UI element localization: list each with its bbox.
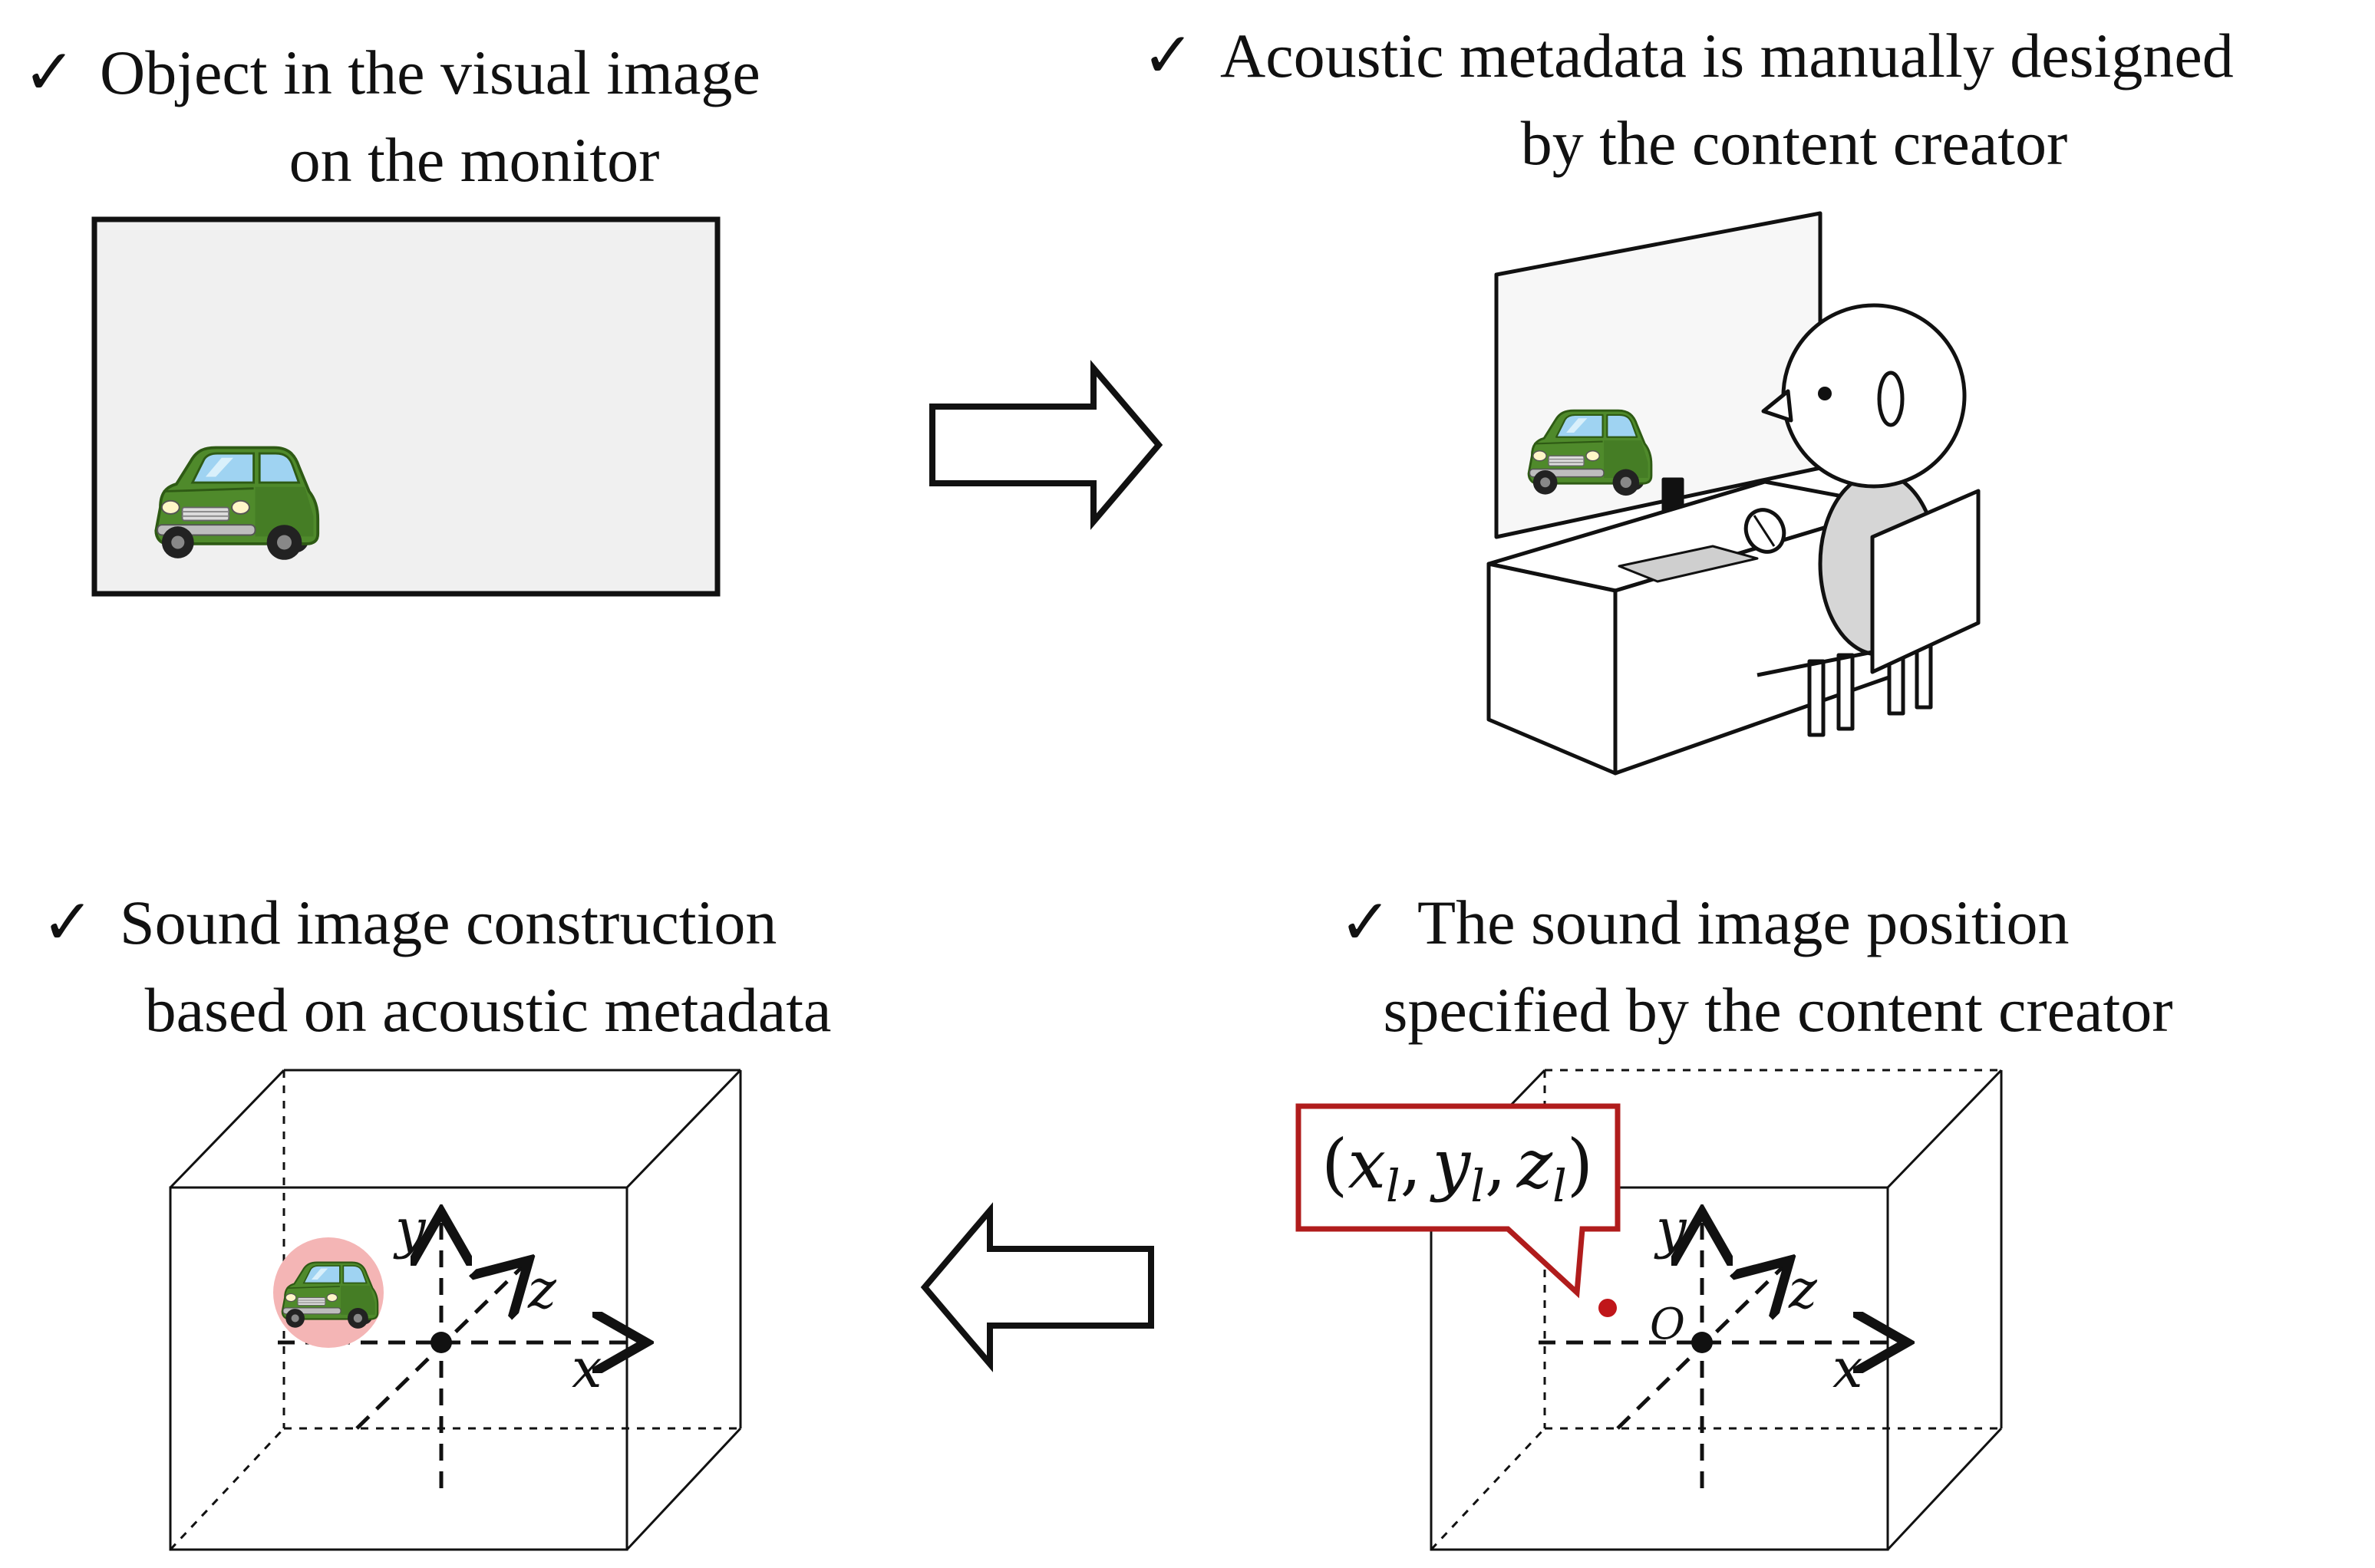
axes-right [1539,1220,1899,1488]
checkmark-icon: ✓ [23,38,76,107]
checkmark-icon: ✓ [1142,21,1195,91]
axis-label-y: y [1654,1197,1687,1260]
axis-label-z: z [1788,1258,1818,1321]
sound-space-cube-left [169,1069,742,1551]
caption-top-right: ✓ Acoustic metadata is manually designed… [1142,21,2234,178]
caption-line-1: Acoustic metadata is manually designed [1220,21,2234,91]
caption-line-1: Sound image construction [120,888,777,957]
monitor-screen [91,216,721,597]
left-arrow-icon [920,1202,1154,1372]
caption-bottom-left: ✓ Sound image construction based on acou… [41,888,831,1045]
caption-line-2: based on acoustic metadata [145,975,832,1045]
callout-label: (xl,yl,zl) [1321,1125,1593,1212]
mouse-icon [1743,508,1786,554]
caption-line-1: Object in the visual image [100,38,760,107]
checkmark-icon: ✓ [41,888,94,957]
position-callout: (xl,yl,zl) [1295,1103,1621,1299]
person-at-desk-icon [1486,211,1981,776]
axis-label-y: y [393,1197,427,1260]
axis-label-x: x [1832,1337,1862,1400]
axis-label-z: z [527,1258,557,1321]
caption-line-1: The sound image position [1417,888,2070,957]
checkmark-icon: ✓ [1339,888,1392,957]
sound-position-dot [1598,1299,1617,1317]
caption-line-2: specified by the content creator [1383,975,2172,1045]
caption-line-2: by the content creator [1521,108,2068,178]
caption-bottom-right: ✓ The sound image position specified by … [1339,888,2173,1045]
right-arrow-icon [929,360,1163,530]
axis-label-x: x [572,1337,602,1400]
sound-image-car [273,1237,384,1348]
origin-label: O [1650,1300,1685,1349]
caption-line-2: on the monitor [289,125,660,195]
caption-top-left: ✓ Object in the visual image on the moni… [23,38,760,195]
